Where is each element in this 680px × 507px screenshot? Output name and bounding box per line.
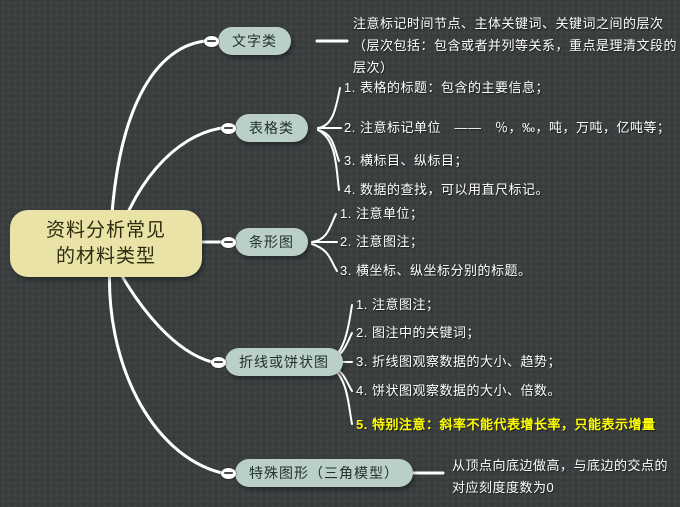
leaf-biaogelei-3: 3. 横标目、纵标目； — [344, 153, 468, 168]
leaf-zhexian-1: 1. 注意图注； — [356, 297, 440, 312]
branch-node-biaogelei[interactable]: 表格类 — [235, 114, 308, 142]
branch-node-label: 折线或饼状图 — [239, 354, 329, 370]
leaf-zhexian-3: 3. 折线图观察数据的大小、趋势； — [356, 354, 561, 369]
central-node-line-1: 资料分析常见 — [45, 219, 166, 241]
collapse-knob-bar — [214, 361, 223, 363]
leaf-tiaoxingtu-3: 3. 横坐标、纵坐标分别的标题。 — [340, 263, 532, 278]
collapse-knob-bar — [224, 472, 233, 474]
collapse-knob-biaogelei[interactable] — [221, 123, 236, 134]
leaf-zhexian-5-highlight: 5. 特别注意：斜率不能代表增长率，只能表示增量 — [356, 417, 656, 432]
branch-node-teshutuxing[interactable]: 特殊图形（三角模型） — [235, 459, 413, 487]
leaf-zhexian-2: 2. 图注中的关键词； — [356, 325, 480, 340]
leaf-teshutuxing-1: 从顶点向底边做高，与底边的交点的对应刻度度数为0 — [452, 458, 669, 495]
collapse-knob-zhexian-bingzhuangtu[interactable] — [211, 357, 226, 368]
branch-node-label: 文字类 — [232, 33, 277, 49]
collapse-knob-bar — [224, 127, 233, 129]
branch-node-label: 特殊图形（三角模型） — [249, 465, 399, 481]
leaf-tiaoxingtu-2: 2. 注意图注； — [340, 234, 424, 249]
branch-node-label: 条形图 — [249, 234, 294, 250]
collapse-knob-teshutuxing[interactable] — [221, 468, 236, 479]
leaf-zhexian-4: 4. 饼状图观察数据的大小、倍数。 — [356, 383, 561, 398]
central-node[interactable]: 资料分析常见 的材料类型 — [10, 210, 202, 277]
branch-node-zhexian-bingzhuangtu[interactable]: 折线或饼状图 — [225, 348, 343, 376]
collapse-knob-bar — [207, 40, 216, 42]
collapse-knob-tiaoxingtu[interactable] — [221, 237, 236, 248]
leaf-biaogelei-2: 2. 注意标记单位 —— ％，‰，吨，万吨，亿吨等； — [344, 120, 671, 135]
branch-node-wenzilei[interactable]: 文字类 — [218, 27, 291, 55]
leaf-biaogelei-1: 1. 表格的标题：包含的主要信息； — [344, 80, 549, 95]
branch-node-label: 表格类 — [249, 120, 294, 136]
leaf-tiaoxingtu-1: 1. 注意单位； — [340, 206, 424, 221]
leaf-biaogelei-4: 4. 数据的查找，可以用直尺标记。 — [344, 182, 549, 197]
leaf-wenzilei-1: 注意标记时间节点、主体关键词、关键词之间的层次（层次包括：包含或者并列等关系，重… — [353, 16, 678, 75]
collapse-knob-wenzilei[interactable] — [204, 36, 219, 47]
branch-node-tiaoxingtu[interactable]: 条形图 — [235, 228, 308, 256]
central-node-line-2: 的材料类型 — [55, 245, 156, 267]
collapse-knob-bar — [224, 241, 233, 243]
